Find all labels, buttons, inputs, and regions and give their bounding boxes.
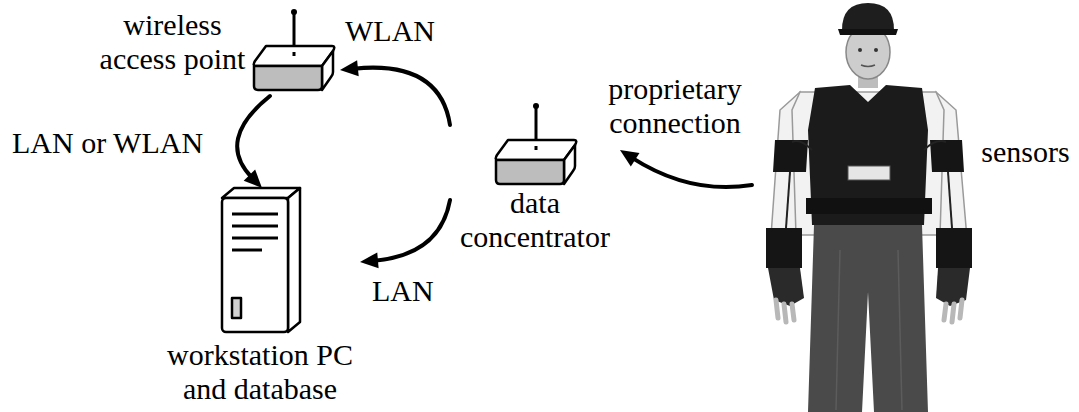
arrow-head — [620, 150, 639, 166]
connector-line — [354, 68, 450, 125]
connector-arrow — [620, 150, 752, 187]
edge-label-holder: LAN — [372, 274, 447, 308]
connector-line — [632, 158, 752, 187]
sensors-node: sensors — [752, 0, 1075, 412]
connection-label: WLAN — [345, 14, 435, 48]
connection-label: LAN — [372, 274, 434, 308]
access-point-node: wireless access point — [95, 8, 340, 96]
connector-arrow — [237, 96, 270, 188]
node-label: workstation PC and database — [160, 338, 360, 406]
node-label: data concentrator — [450, 186, 620, 254]
person-with-sensors — [766, 3, 972, 412]
edge-label-holder: LAN or WLAN — [12, 126, 217, 160]
node-label: wireless access point — [95, 8, 250, 76]
arrow-head — [340, 60, 359, 76]
connector-line — [237, 96, 270, 178]
connector-line — [374, 200, 450, 261]
connection-label: proprietary connection — [595, 72, 755, 140]
arrow-head — [360, 252, 379, 268]
connector-arrow — [340, 60, 450, 125]
connection-label: LAN or WLAN — [12, 126, 203, 160]
edge-label-holder: proprietary connection — [595, 72, 755, 140]
workstation-node: workstation PC and database — [160, 188, 360, 410]
arrow-head — [244, 170, 262, 188]
concentrator-icon — [496, 103, 577, 184]
edge-label-holder: WLAN — [345, 14, 445, 48]
connector-arrow — [360, 200, 450, 268]
workstation-icon — [222, 188, 300, 332]
node-label: sensors — [978, 135, 1073, 169]
access-point-icon — [254, 9, 335, 90]
